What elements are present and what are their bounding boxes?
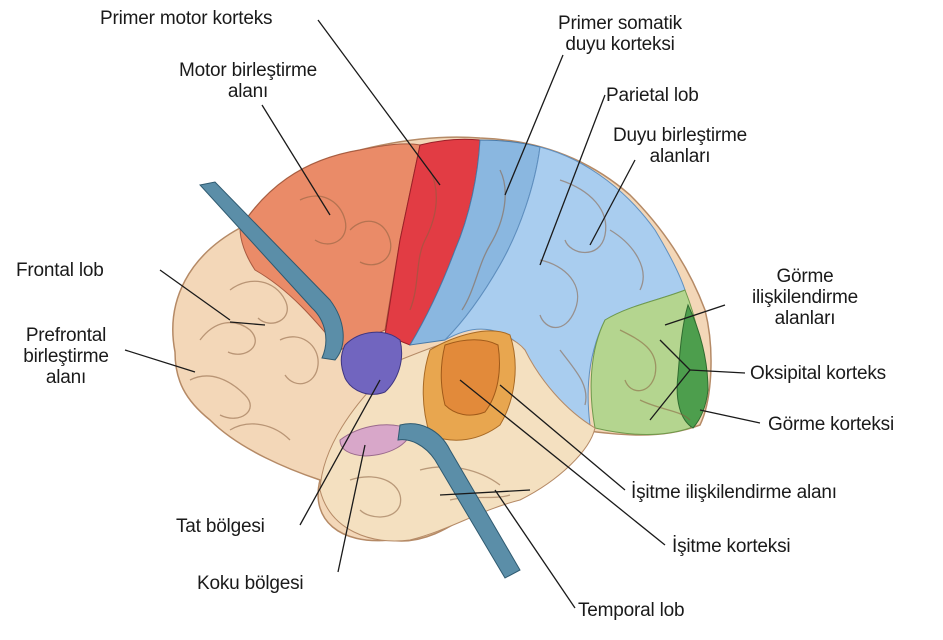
label-line: alanları xyxy=(730,308,880,329)
label-prefrontal-birlestirme-alani: Prefrontal birleştirme alanı xyxy=(6,325,126,388)
label-primer-motor-korteks: Primer motor korteks xyxy=(100,8,272,29)
label-gorme-korteksi: Görme korteksi xyxy=(768,414,894,435)
label-frontal-lob: Frontal lob xyxy=(16,260,104,281)
label-line: Motor birleştirme xyxy=(148,60,348,81)
label-primer-somatik-duyu-korteksi: Primer somatik duyu korteksi xyxy=(520,13,720,55)
label-line: Görme xyxy=(730,266,880,287)
label-line: alanları xyxy=(580,146,780,167)
label-gorme-iliskilendirme-alanlari: Görme ilişkilendirme alanları xyxy=(730,266,880,329)
label-duyu-birlestirme-alanlari: Duyu birleştirme alanları xyxy=(580,125,780,167)
label-oksipital-korteks: Oksipital korteks xyxy=(750,363,886,384)
label-line: birleştirme xyxy=(6,346,126,367)
label-isitme-iliskilendirme-alani: İşitme ilişkilendirme alanı xyxy=(631,482,837,503)
label-line: duyu korteksi xyxy=(520,34,720,55)
label-line: Prefrontal xyxy=(6,325,126,346)
label-motor-birlestirme-alani: Motor birleştirme alanı xyxy=(148,60,348,102)
label-line: alanı xyxy=(6,367,126,388)
label-line: alanı xyxy=(148,81,348,102)
label-tat-bolgesi: Tat bölgesi xyxy=(176,516,265,537)
label-parietal-lob: Parietal lob xyxy=(606,85,699,106)
label-line: Duyu birleştirme xyxy=(580,125,780,146)
label-koku-bolgesi: Koku bölgesi xyxy=(197,573,303,594)
label-temporal-lob: Temporal lob xyxy=(578,600,684,621)
label-isitme-korteksi: İşitme korteksi xyxy=(672,536,790,557)
auditory-cortex xyxy=(441,340,499,415)
label-line: ilişkilendirme xyxy=(730,287,880,308)
label-line: Primer somatik xyxy=(520,13,720,34)
